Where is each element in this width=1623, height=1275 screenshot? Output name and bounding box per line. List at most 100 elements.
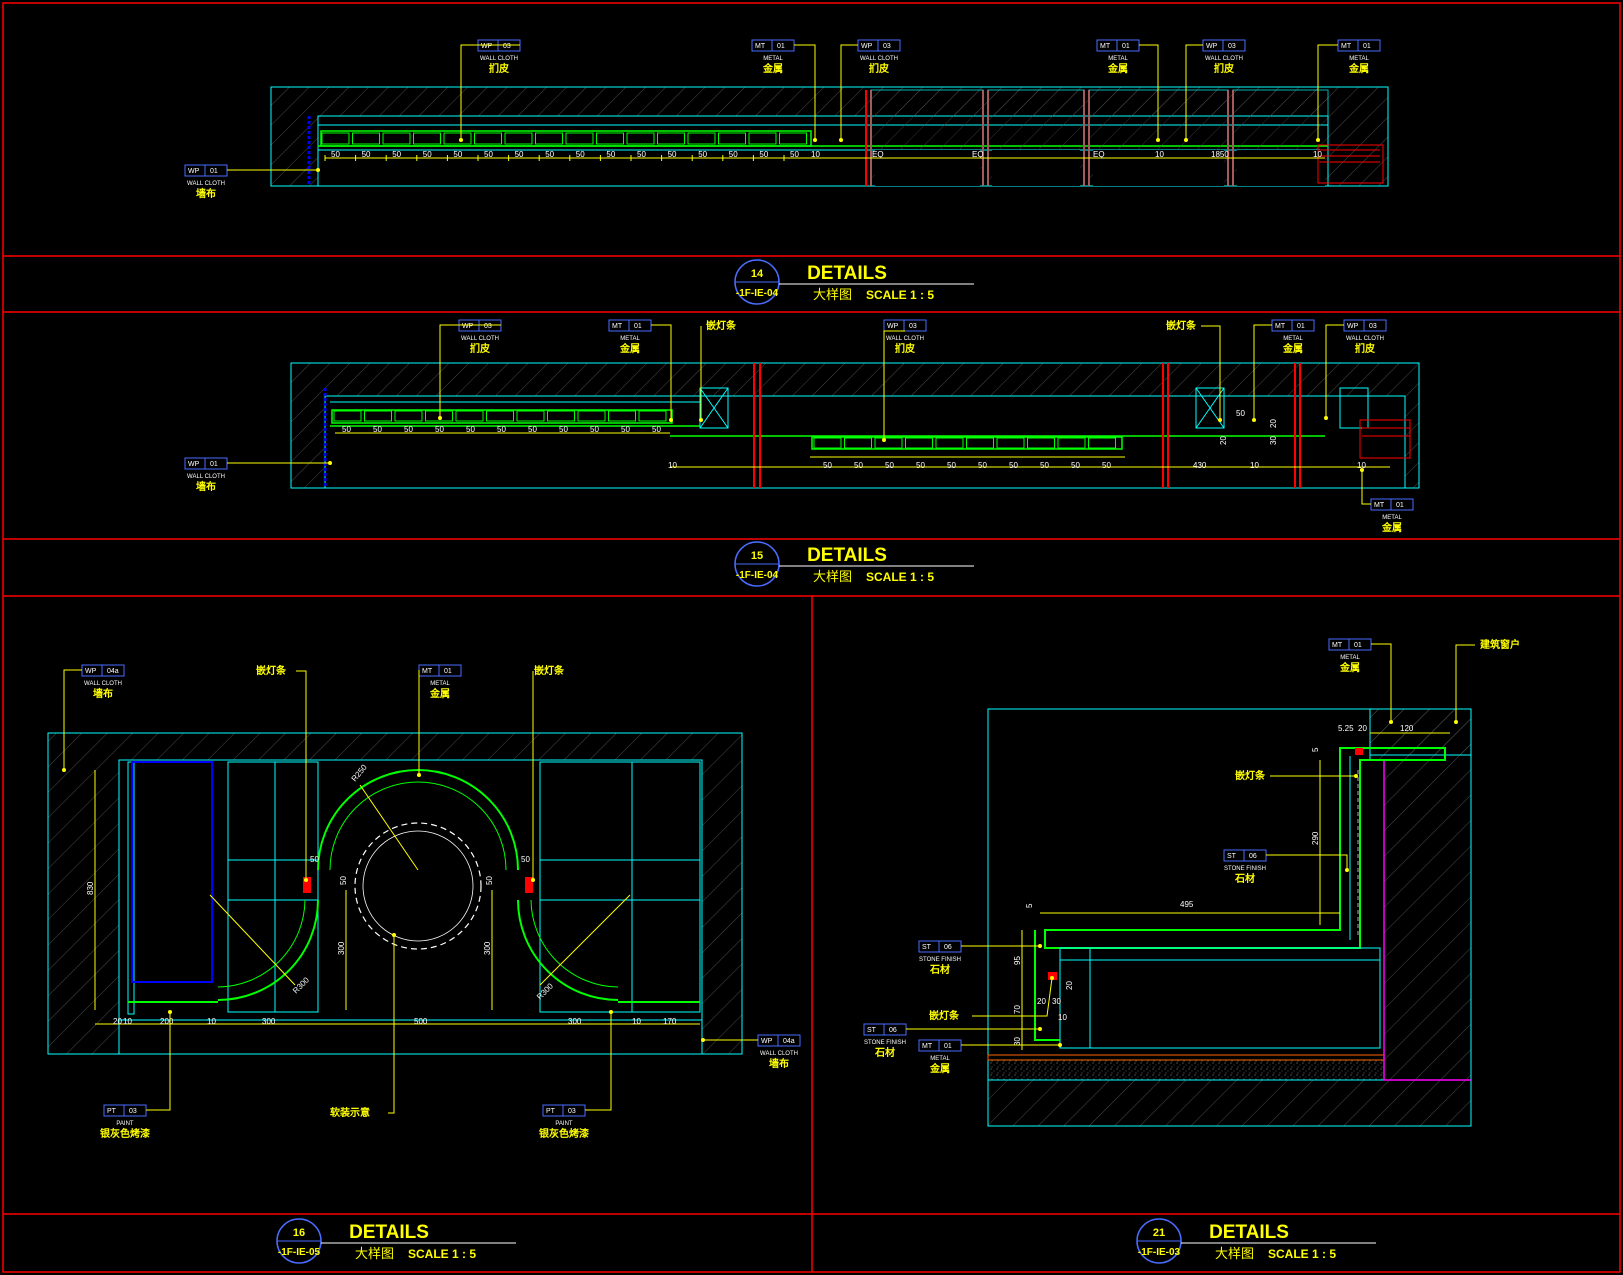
tag-english: WALL CLOTH	[1346, 336, 1384, 342]
tag-english: STONE FINISH	[919, 957, 961, 963]
detail-title-cn: 大样图	[1215, 1247, 1254, 1262]
tag-english: METAL	[1382, 515, 1402, 521]
dim-text: 20	[1037, 997, 1046, 1006]
dim-text: 50	[310, 855, 319, 864]
tag-chinese: 扪皮	[470, 342, 490, 355]
note-light_strip: 嵌灯条	[256, 664, 308, 882]
tag-code: PT	[546, 1108, 556, 1115]
tag-number: 03	[909, 323, 917, 330]
note-text: 建筑窗户	[1479, 638, 1520, 651]
dim-text: 200	[160, 1017, 174, 1026]
dim-text: 50	[453, 150, 462, 159]
dim-text: EQ	[1093, 150, 1105, 159]
note-text: 软装示意	[330, 1106, 370, 1119]
dim-text: 20	[1358, 724, 1367, 733]
note-light_strip: 嵌灯条	[1235, 769, 1358, 782]
tag-chinese: 金属	[619, 342, 640, 355]
dim-text: 30	[1013, 1037, 1022, 1046]
tag-code: ST	[867, 1027, 877, 1034]
tag-english: METAL	[1108, 56, 1128, 62]
dim-text: 50	[528, 425, 537, 434]
dim-text: 50	[790, 150, 799, 159]
tag-english: METAL	[1283, 336, 1303, 342]
dim-text: 50	[637, 150, 646, 159]
detail-scale: SCALE 1 : 5	[1268, 1247, 1336, 1261]
dim-text: 50	[342, 425, 351, 434]
dim-text: 50	[545, 150, 554, 159]
tag-chinese: 墙布	[769, 1057, 789, 1070]
tag-chinese: 石材	[1234, 872, 1255, 885]
tag-number: 03	[129, 1108, 137, 1115]
detail-scale: SCALE 1 : 5	[866, 570, 934, 584]
tag-chinese: 金属	[1282, 342, 1303, 355]
tag-number: 06	[944, 944, 952, 951]
tag-number: 06	[1249, 853, 1257, 860]
dim-text: 30	[1052, 997, 1061, 1006]
tag-code: ST	[1227, 853, 1237, 860]
dim-text: 50	[339, 876, 348, 885]
tag-code: MT	[755, 43, 766, 50]
dim-text: 50	[497, 425, 506, 434]
tag-code: WP	[1206, 43, 1218, 50]
tag-code: WP	[481, 43, 493, 50]
tag-number: 06	[889, 1027, 897, 1034]
tag-english: METAL	[930, 1056, 950, 1062]
dim-text: EQ	[972, 150, 984, 159]
dim-text: 5	[1025, 903, 1034, 908]
tag-number: 03	[1228, 43, 1236, 50]
note-window: 建筑窗户	[1454, 638, 1520, 724]
note-light_strip: 嵌灯条	[1166, 319, 1222, 422]
tag-number: 03	[883, 43, 891, 50]
note-light_strip: 嵌灯条	[699, 319, 737, 422]
dim-text: 495	[1180, 900, 1194, 909]
tag-chinese: 墙布	[93, 687, 113, 700]
tag-number: 01	[777, 43, 785, 50]
detail-title: DETAILS	[807, 263, 887, 284]
dim-text: 50	[362, 150, 371, 159]
tag-chinese: 扪皮	[1214, 62, 1234, 75]
dim-text: 300	[568, 1017, 582, 1026]
tag-number: 04a	[107, 668, 119, 675]
tag-number: 01	[1122, 43, 1130, 50]
dim-text: 10	[1058, 1013, 1067, 1022]
dim-text: 50	[590, 425, 599, 434]
tag-code: MT	[1100, 43, 1111, 50]
note-text: 嵌灯条	[1166, 319, 1197, 332]
dim-text: 300	[262, 1017, 276, 1026]
tag-code: MT	[1374, 502, 1385, 509]
dim-text: 50	[916, 461, 925, 470]
detail-sheet-ref: -1F-IE-03	[1138, 1247, 1181, 1258]
dim-text: 290	[1311, 831, 1320, 845]
dim-text: 20	[1269, 419, 1278, 428]
dim-text: 10	[668, 461, 677, 470]
note-text: 嵌灯条	[929, 1009, 960, 1022]
dim-text: 10	[123, 1017, 132, 1026]
tag-number: 01	[1396, 502, 1404, 509]
dim-text: EQ	[872, 150, 884, 159]
detail-title: DETAILS	[807, 545, 887, 566]
tag-chinese: 石材	[874, 1046, 895, 1059]
tag-number: 01	[210, 168, 218, 175]
tag-english: METAL	[1340, 655, 1360, 661]
dim-text: 50	[621, 425, 630, 434]
